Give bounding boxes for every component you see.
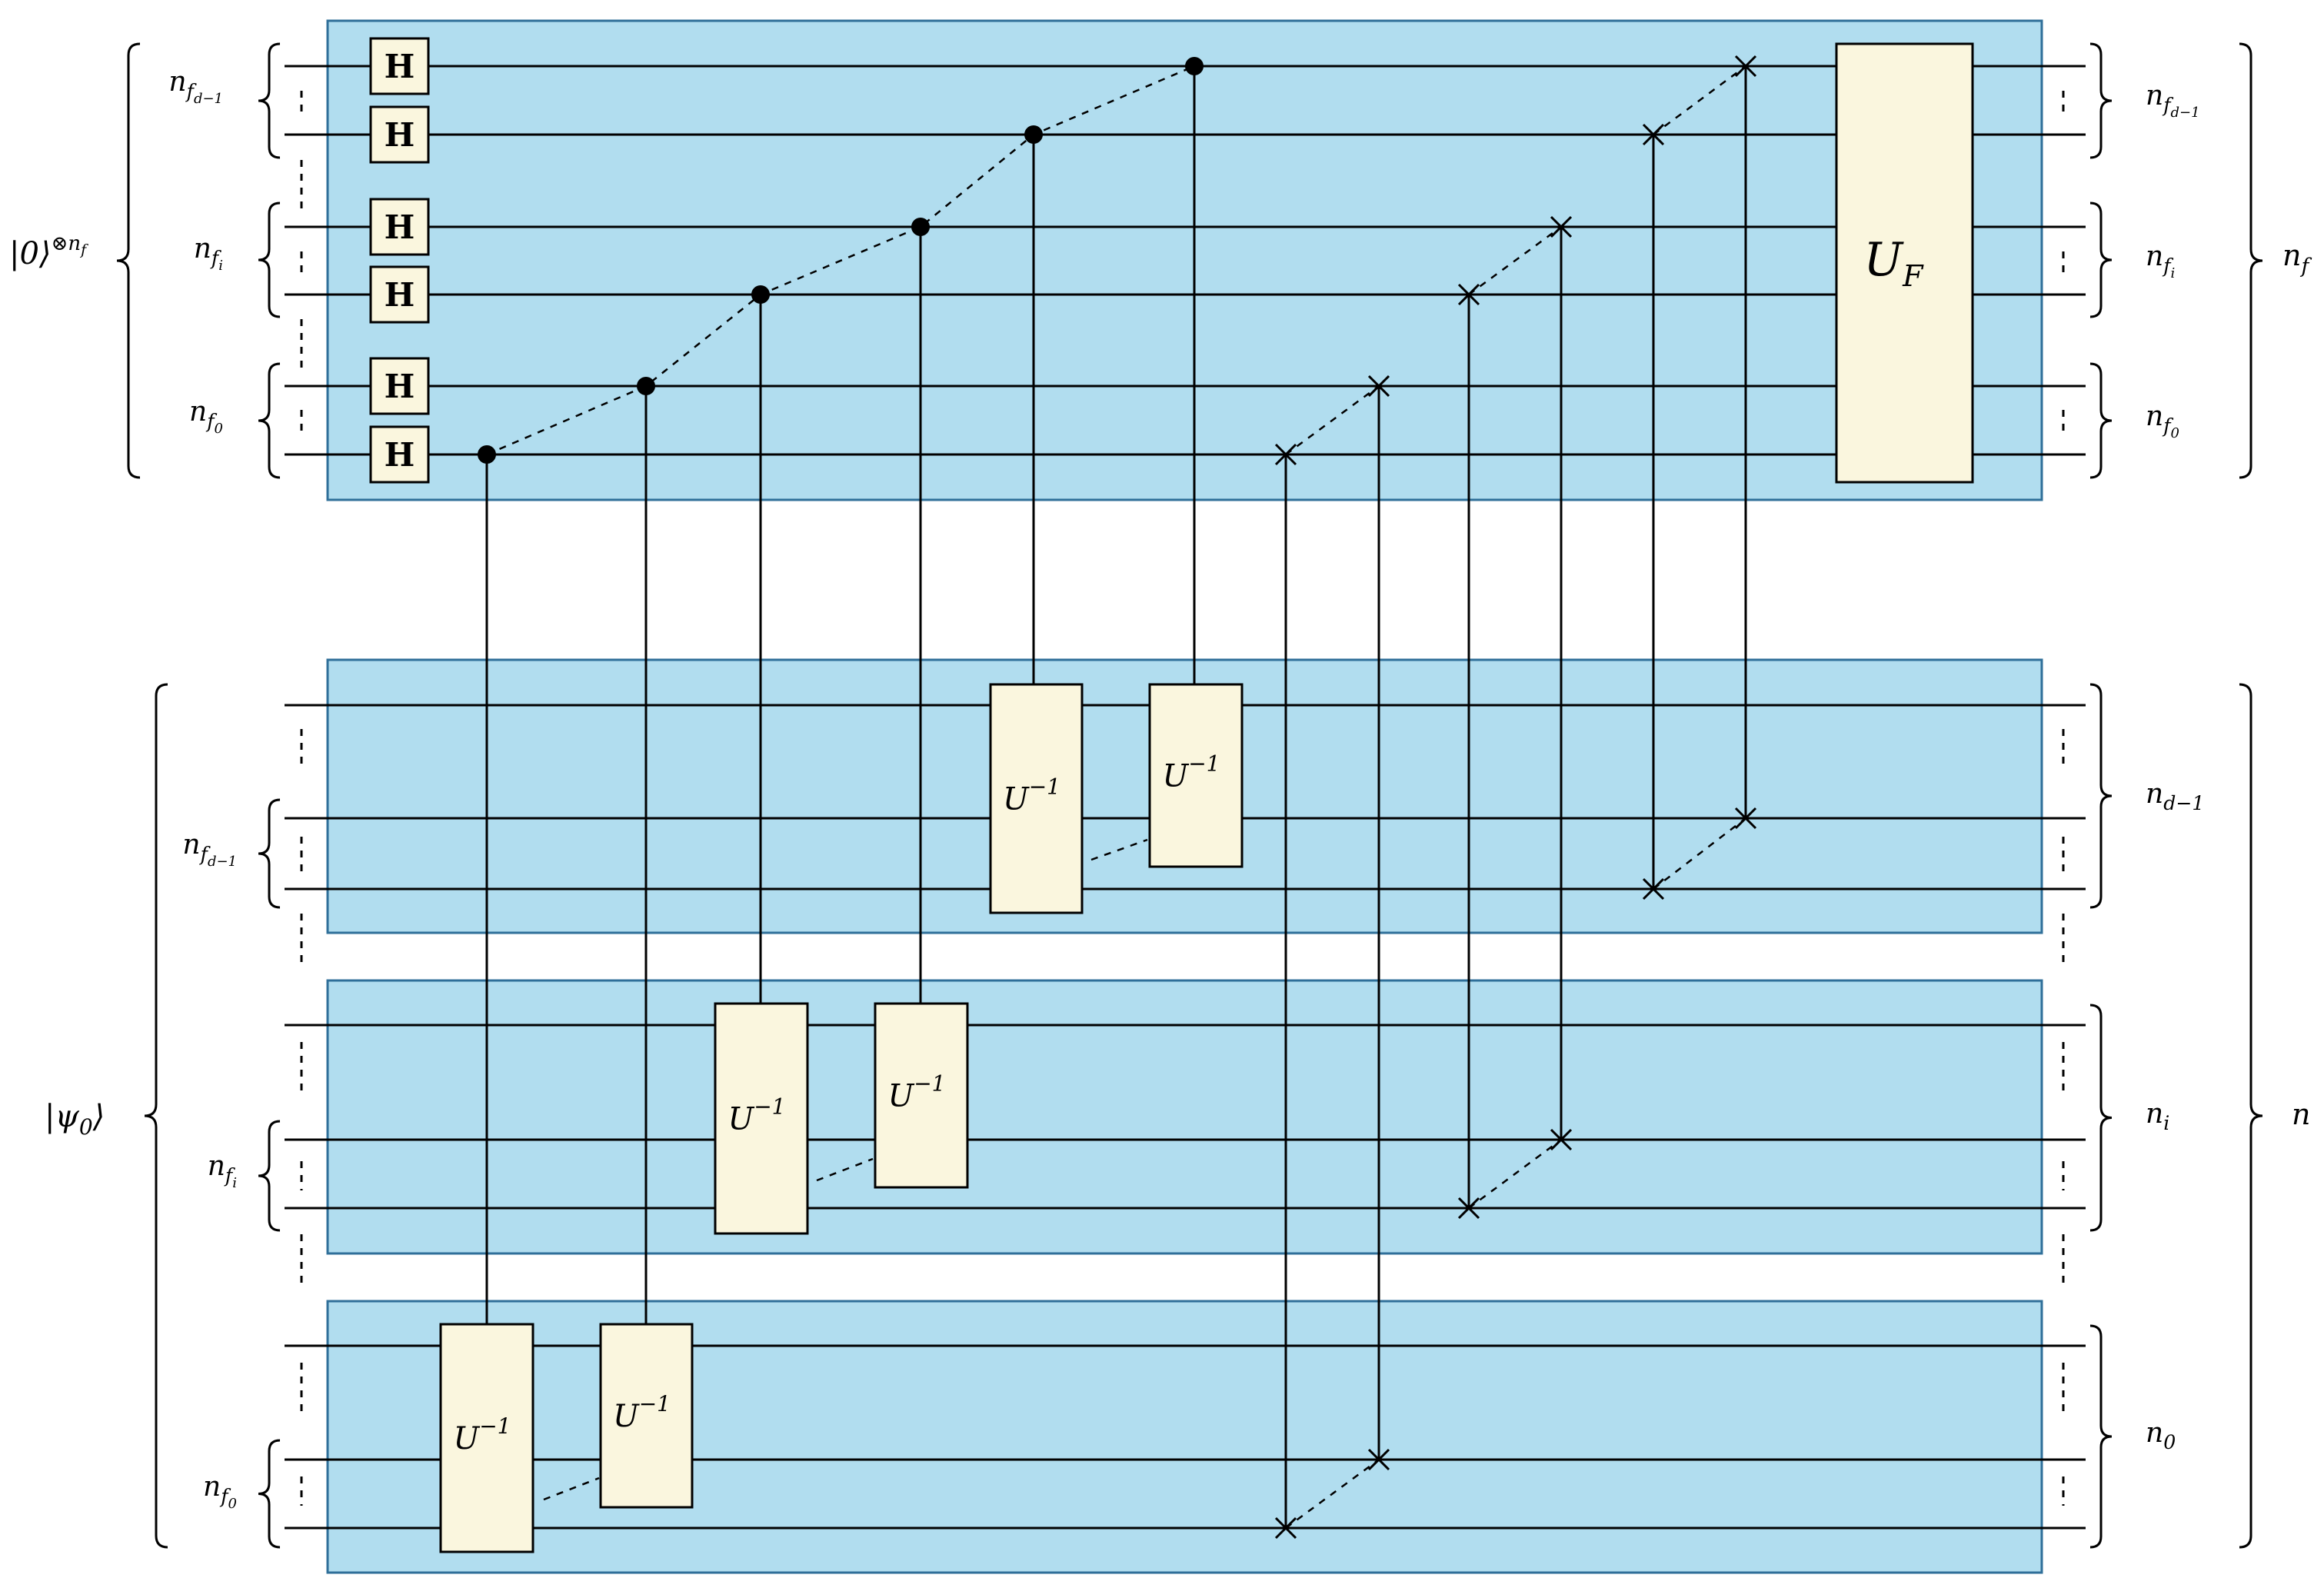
right-target-register-label: ni xyxy=(2146,1098,2169,1134)
left-register-brace xyxy=(258,798,281,909)
left-control-register-label: nfd−1 xyxy=(168,66,223,107)
right-register-brace xyxy=(2089,42,2113,159)
right-control-register-label: nfi xyxy=(2146,241,2175,281)
swap-cross xyxy=(1367,1448,1390,1471)
right-register-brace xyxy=(2089,362,2113,479)
right-control-register-label: nf0 xyxy=(2146,401,2179,441)
right-register-brace xyxy=(2089,1324,2113,1549)
right-target-brace xyxy=(2239,683,2263,1549)
swap-cross xyxy=(1550,215,1573,238)
swap-cross xyxy=(1274,1516,1297,1540)
left-register-brace xyxy=(258,201,281,318)
left-target-register-label: nfi xyxy=(208,1150,237,1191)
swap-cross xyxy=(1550,1128,1573,1151)
register-panel-0 xyxy=(326,19,2043,501)
u-inverse-gate xyxy=(1148,683,1244,868)
swap-link-dashes xyxy=(1653,65,1746,136)
swap-link-dashes xyxy=(1468,1138,1562,1210)
right-outer-target-label: n xyxy=(2292,1097,2310,1131)
swap-link-dashes xyxy=(1653,817,1746,890)
hadamard-label: H xyxy=(385,208,415,246)
uf-gate-label: UF xyxy=(1864,233,1925,293)
hadamard-gate xyxy=(369,37,430,95)
swap-cross xyxy=(1367,375,1390,398)
swap-cross xyxy=(1457,283,1480,306)
swap-link-dashes xyxy=(1285,1458,1380,1530)
swap-cross xyxy=(1734,55,1757,78)
u-inverse-gate xyxy=(874,1002,969,1189)
control-dot xyxy=(1024,125,1043,144)
left-control-brace xyxy=(116,42,141,479)
control-dot xyxy=(478,445,496,464)
hadamard-gate xyxy=(369,357,430,415)
register-panel-2 xyxy=(326,979,2043,1255)
ket-zero-label: |0⟩⊗nf xyxy=(9,232,88,271)
left-control-register-label: nfi xyxy=(194,233,223,274)
left-register-brace xyxy=(258,1120,281,1232)
register-panel-3 xyxy=(326,1300,2043,1574)
hadamard-gate xyxy=(369,265,430,324)
right-target-register-label: n0 xyxy=(2146,1417,2176,1453)
control-dot xyxy=(751,285,770,304)
swap-link-dashes xyxy=(1285,385,1380,456)
right-register-brace xyxy=(2089,1004,2113,1232)
u-inverse-gate xyxy=(989,683,1084,914)
left-target-brace xyxy=(144,683,168,1549)
qubit-wires xyxy=(285,65,2086,1530)
control-dot xyxy=(637,377,655,395)
block-link-dashes xyxy=(816,1157,874,1182)
swap-cross xyxy=(1274,443,1297,466)
swap-cross xyxy=(1457,1197,1480,1220)
control-chain-dashes xyxy=(486,65,1195,456)
left-register-brace xyxy=(258,42,281,159)
hadamard-gate xyxy=(369,198,430,256)
braces xyxy=(116,42,2263,1549)
right-register-brace xyxy=(2089,201,2113,318)
left-register-brace xyxy=(258,362,281,479)
block-link-dashes xyxy=(543,1476,600,1501)
hadamard-label: H xyxy=(385,436,415,474)
swap-cross xyxy=(1734,807,1757,830)
left-target-register-label: nf0 xyxy=(203,1471,237,1512)
control-dot xyxy=(911,218,930,236)
left-target-register-label: nfd−1 xyxy=(182,829,237,870)
gate-connections xyxy=(485,65,1747,1530)
uf-gate xyxy=(1835,42,1974,484)
swap-link-dashes xyxy=(1468,225,1562,296)
left-register-brace xyxy=(258,1439,281,1549)
hadamard-label: H xyxy=(385,48,415,85)
swap-cross xyxy=(1642,123,1665,146)
hadamard-label: H xyxy=(385,368,415,405)
ket-psi-label: |ψ0⟩ xyxy=(45,1099,105,1140)
right-target-register-label: nd−1 xyxy=(2146,778,2204,814)
block-link-dashes xyxy=(1090,838,1148,861)
right-control-register-label: nfd−1 xyxy=(2146,80,2200,121)
u-inverse-gate xyxy=(599,1323,694,1509)
right-register-brace xyxy=(2089,683,2113,909)
hadamard-gate xyxy=(369,425,430,484)
hadamard-gate xyxy=(369,105,430,164)
right-control-brace xyxy=(2239,42,2263,479)
left-control-register-label: nf0 xyxy=(189,396,223,437)
u-inverse-gate xyxy=(714,1002,809,1235)
right-outer-control-label: nf xyxy=(2282,238,2312,278)
hadamard-label: H xyxy=(385,276,415,314)
control-dot xyxy=(1185,57,1204,75)
hadamard-label: H xyxy=(385,116,415,154)
u-inverse-gate xyxy=(439,1323,534,1553)
swap-cross xyxy=(1642,877,1665,901)
